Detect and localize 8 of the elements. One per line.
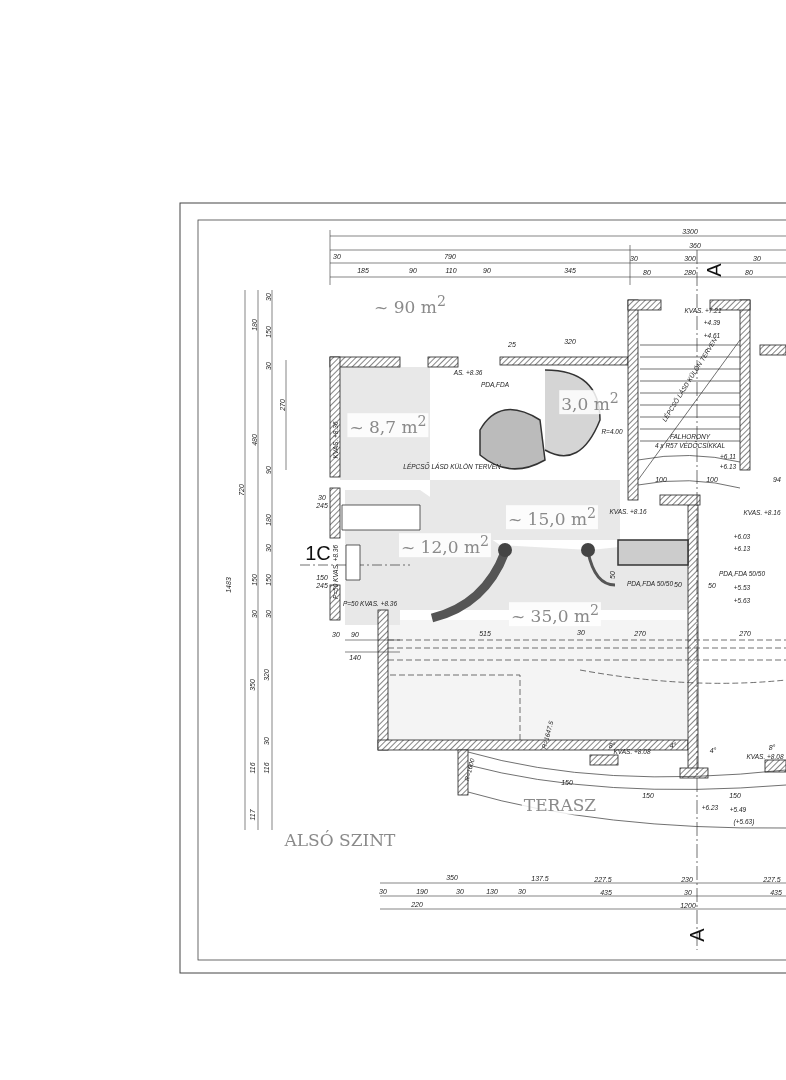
handwritten-note: ~ 15,0 m$^{2}$ (506, 505, 598, 529)
handwritten-note: ~ 8,7 m$^{2}$ (347, 413, 429, 437)
handwritten-note: ~ 35,0 m$^{2}$ (509, 602, 601, 626)
section-marker: A (687, 928, 707, 942)
handwritten-note: 3,0 m$^{2}$ (559, 390, 621, 414)
section-marker: 1C (305, 543, 331, 563)
section-marker: A (704, 263, 724, 277)
handwritten-note: ~ 12,0 m$^{2}$ (399, 533, 491, 557)
